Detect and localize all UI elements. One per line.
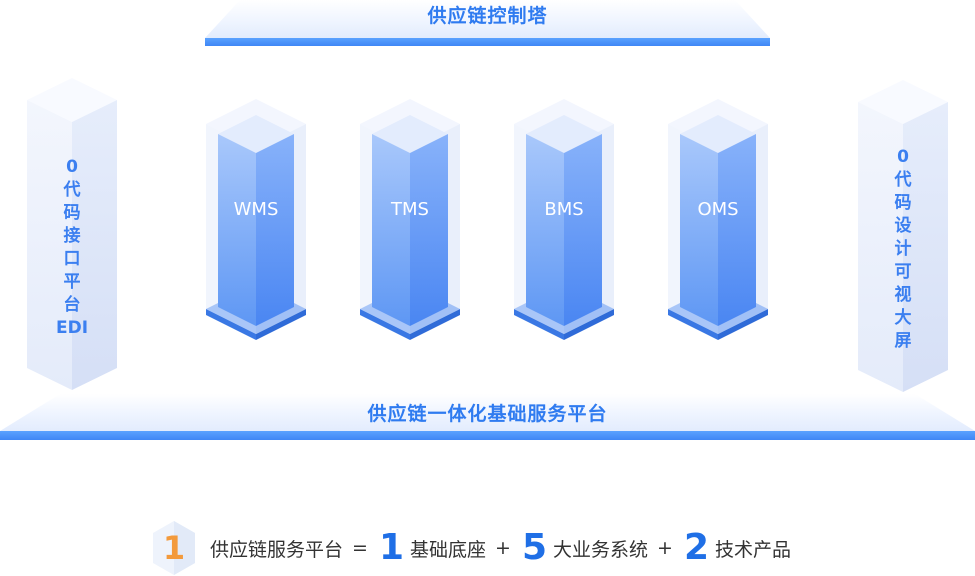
tower-oms-label: OMS: [697, 199, 739, 220]
top-platform: [205, 0, 770, 38]
left-pillar: 0 代 码 接 口 平 台 EDI: [27, 78, 117, 390]
tower-oms: OMS: [668, 94, 768, 344]
tower-wms-shape: [206, 99, 306, 340]
tower-wms: WMS: [206, 94, 306, 344]
top-platform-title: 供应链控制塔: [427, 5, 548, 27]
bottom-platform: [0, 394, 975, 431]
left-pillar-shape: [27, 78, 117, 390]
formula-term2-number: 5: [521, 527, 547, 568]
formula-row: 1 供应链服务平台 = 1 基础底座 + 5 大业务系统 + 2 技术产品: [152, 520, 791, 576]
formula-platform-label: 供应链服务平台: [210, 538, 344, 561]
bottom-platform-edge: [0, 431, 975, 440]
top-platform-edge: [205, 38, 770, 46]
hexagon-badge: 1: [152, 520, 196, 576]
formula-plus-1: +: [495, 537, 511, 559]
right-pillar-shape: [858, 80, 948, 392]
bottom-platform-title: 供应链一体化基础服务平台: [367, 403, 608, 425]
left-pillar-label: 0 代 码 接 口 平 台 EDI: [55, 157, 89, 338]
hexagon-icon: [153, 521, 195, 575]
right-pillar: 0 代 码 设 计 可 视 大 屏: [858, 80, 948, 392]
formula-plus-2: +: [657, 537, 673, 559]
tower-tms: TMS: [360, 94, 460, 344]
formula-term1-label: 基础底座: [410, 538, 487, 561]
formula-term1-number: 1: [378, 527, 404, 568]
tower-oms-shape: [668, 99, 768, 340]
hexagon-badge-number: 1: [162, 529, 186, 567]
formula-term3-number: 2: [683, 527, 709, 568]
tower-wms-label: WMS: [233, 199, 279, 220]
right-pillar-label: 0 代 码 设 计 可 视 大 屏: [894, 147, 912, 351]
tower-tms-shape: [360, 99, 460, 340]
formula-term2-label: 大业务系统: [553, 538, 649, 561]
formula-equals: =: [352, 537, 368, 559]
tower-tms-label: TMS: [391, 199, 429, 220]
formula-term3-label: 技术产品: [715, 538, 792, 561]
tower-bms-label: BMS: [544, 199, 584, 220]
tower-bms: BMS: [514, 94, 614, 344]
tower-bms-shape: [514, 99, 614, 340]
